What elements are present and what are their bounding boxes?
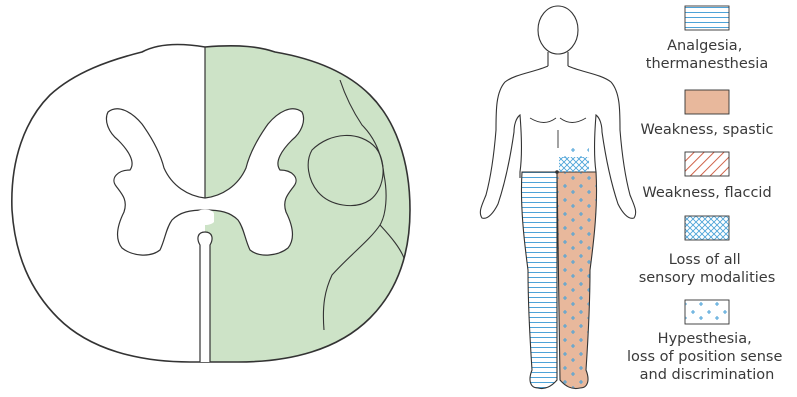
legend-label-hypesthesia-3: and discrimination xyxy=(640,367,775,383)
legend-swatch-hypesthesia xyxy=(685,300,729,324)
svg-text:Hypesthesia, loss of pos: Hypesthesia, loss of position sense and … xyxy=(627,331,787,383)
legend-swatch-all-sensory-loss xyxy=(685,216,729,240)
legend-swatch-weakness-flaccid xyxy=(685,152,729,176)
legend: Analgesia, thermanesthesia Weakness, spa… xyxy=(627,6,787,383)
legend-label-analgesia-2: thermanesthesia xyxy=(646,56,768,72)
band-hypesthesia xyxy=(559,146,589,158)
band-all-sensory-loss xyxy=(559,157,589,172)
legend-swatch-weakness-spastic xyxy=(685,90,729,114)
leg-right-spastic xyxy=(557,172,597,389)
legend-swatch-analgesia xyxy=(685,6,729,30)
legend-label-hypesthesia-2: loss of position sense xyxy=(627,349,782,365)
legend-label-hypesthesia-1: Hypesthesia, xyxy=(658,331,752,347)
anterior-median-fissure xyxy=(198,232,212,362)
spinal-cord-cross-section xyxy=(12,40,420,370)
chest-lines xyxy=(530,118,586,148)
legend-label-weakness-flaccid: Weakness, flaccid xyxy=(642,185,771,201)
legend-label-analgesia-1: Analgesia, xyxy=(667,38,742,54)
central-canal xyxy=(196,210,214,226)
svg-text:Weakness, flaccid: Weakness, flaccid xyxy=(642,185,771,201)
head xyxy=(538,6,578,54)
legend-label-weakness-spastic: Weakness, spastic xyxy=(640,122,773,138)
body-figure xyxy=(480,6,635,389)
lesion-dot xyxy=(555,170,559,174)
legend-label-all-sensory-1: Loss of all xyxy=(669,252,741,268)
svg-text:Analgesia, thermanesthes: Analgesia, thermanesthesia xyxy=(646,38,768,72)
svg-text:Loss of all sensory moda: Loss of all sensory modalities xyxy=(639,252,776,286)
leg-left-analgesia xyxy=(521,172,557,389)
legend-label-all-sensory-2: sensory modalities xyxy=(639,270,776,286)
svg-text:Weakness, spastic: Weakness, spastic xyxy=(640,122,773,138)
